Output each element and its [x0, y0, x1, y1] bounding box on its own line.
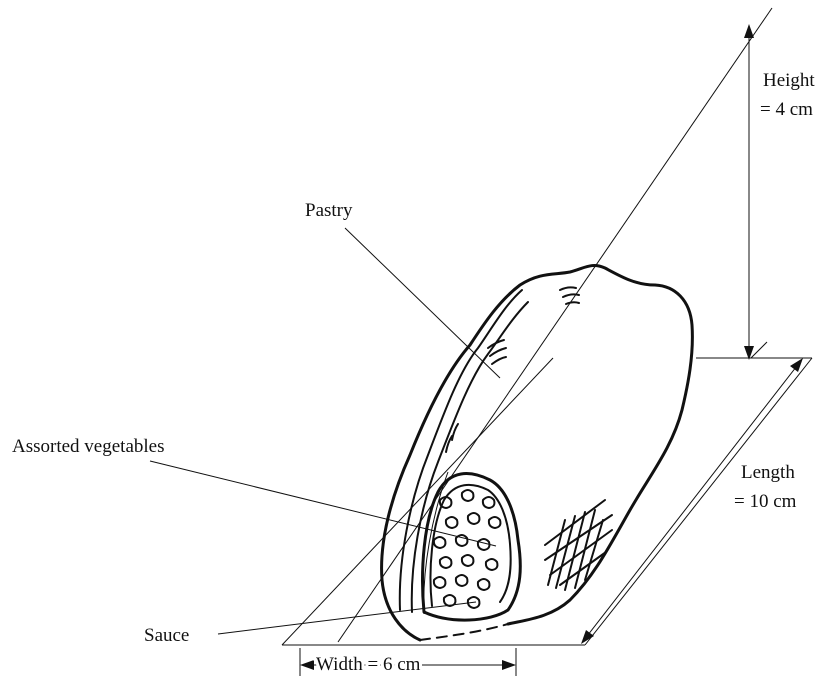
width-arrow-head-right [502, 660, 516, 670]
width-arrow-head-left [300, 660, 314, 670]
height-dimension [744, 24, 754, 360]
crimp-line-outer [400, 290, 522, 610]
bounding-box [282, 8, 812, 645]
box-back-corner [751, 342, 767, 358]
width-label: Width = 6 cm [316, 654, 421, 675]
crimp-marks [446, 287, 579, 452]
pasty-bottom-seam [420, 624, 508, 640]
height-label-line2: = 4 cm [760, 99, 813, 120]
leader-lines [150, 228, 500, 634]
pasty [382, 265, 693, 640]
length-arrow-head-top [790, 358, 803, 372]
length-label-line1: Length [741, 462, 795, 483]
vegetables-label: Assorted vegetables [12, 436, 164, 457]
browning-hatch [545, 500, 612, 590]
height-arrow-head-top [744, 24, 754, 38]
length-label-line2: = 10 cm [734, 491, 797, 512]
height-label-line1: Height [763, 70, 815, 91]
pastry-leader [345, 228, 500, 378]
pastry-label: Pastry [305, 200, 353, 221]
vegetable-pieces [434, 490, 501, 608]
sauce-label: Sauce [144, 625, 189, 646]
